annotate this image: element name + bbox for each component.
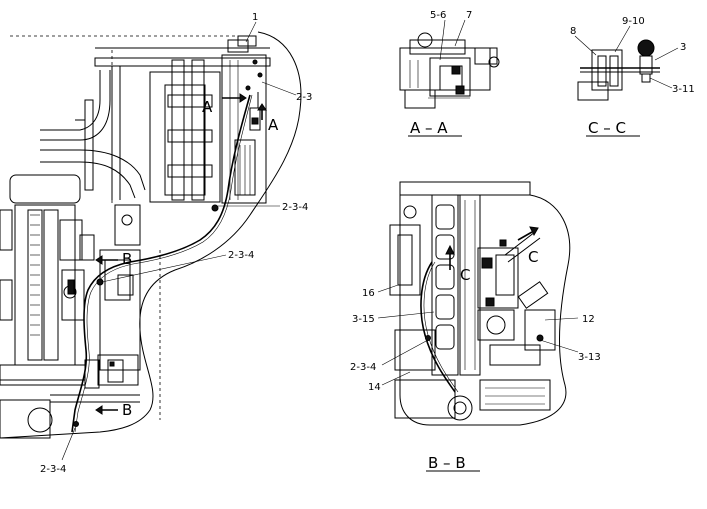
section-b-b: C C 16 3-15 12 3-13 2-3-4 14 B – B — [350, 181, 601, 472]
callout-3-15: 3-15 — [352, 314, 375, 325]
callout-3-11: 3-11 — [672, 84, 695, 95]
callout-2-3-4-bottom: 2-3-4 — [40, 464, 66, 475]
section-a-a: 5-6 7 A – A — [399, 10, 500, 137]
callout-2-3-4-section: 2-3-4 — [350, 362, 376, 373]
section-c-c: 8 9-10 3 3-11 C – C — [570, 16, 695, 137]
marker-b-1: B — [122, 250, 132, 268]
callout-14: 14 — [368, 382, 381, 393]
marker-a-2: A — [268, 116, 279, 134]
callout-5-6: 5-6 — [430, 10, 446, 21]
callout-16: 16 — [362, 288, 375, 299]
marker-a-1: A — [202, 98, 213, 116]
callout-3: 3 — [680, 42, 686, 53]
marker-b-2: B — [122, 401, 132, 419]
callout-7: 7 — [466, 10, 472, 21]
callout-8: 8 — [570, 26, 576, 37]
callout-2-3: 2-3 — [296, 92, 312, 103]
section-title-b-b: B – B — [428, 454, 466, 472]
marker-c-2: C — [528, 248, 538, 266]
section-title-a-a: A – A — [410, 119, 448, 137]
main-view: 1 2-3 2-3-4 2-3-4 2-3-4 A A B B — [0, 12, 312, 475]
callout-2-3-4-middle: 2-3-4 — [228, 250, 254, 261]
callout-12: 12 — [582, 314, 595, 325]
callout-9-10: 9-10 — [622, 16, 645, 27]
callout-2-3-4-upper: 2-3-4 — [282, 202, 308, 213]
callout-3-13: 3-13 — [578, 352, 601, 363]
marker-c-1: C — [460, 266, 470, 284]
section-title-c-c: C – C — [588, 119, 626, 137]
callout-1: 1 — [252, 12, 258, 23]
